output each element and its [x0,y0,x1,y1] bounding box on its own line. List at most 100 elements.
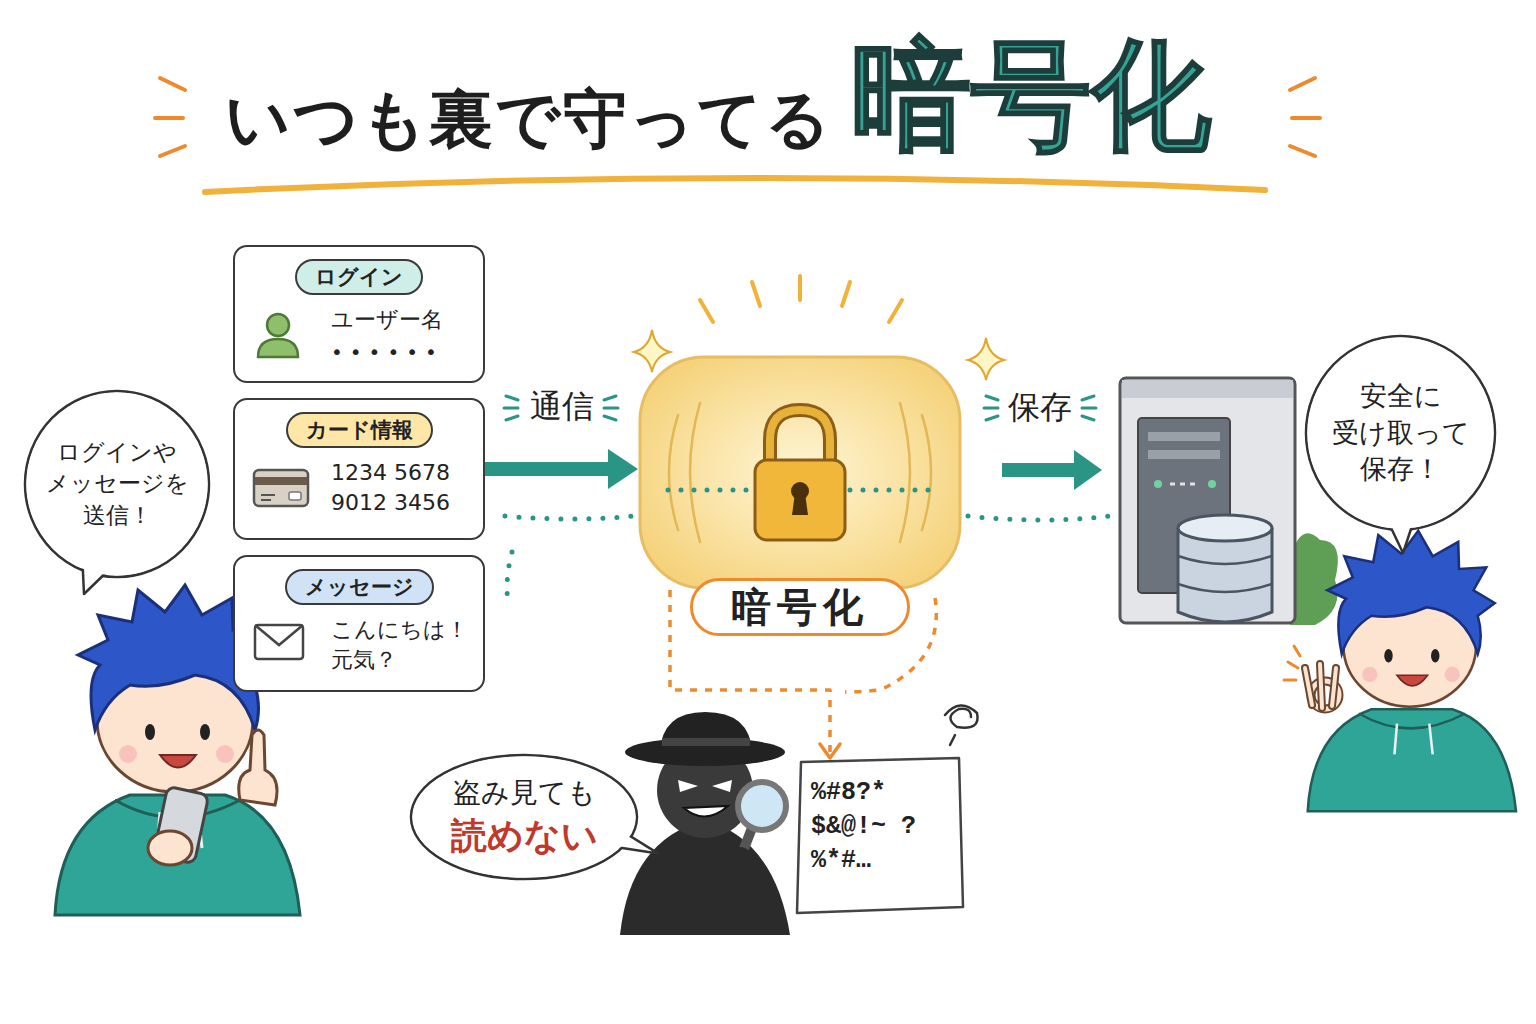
sender-person-part [239,730,277,805]
speech-bubble: 安全に 受け取って 保存！ [1303,333,1498,533]
thief-figure-part [662,738,750,746]
title-decoration-part [205,178,1265,192]
glow-rays [700,276,902,322]
label-dashes-part [604,396,616,400]
server-illustration-part [1170,483,1200,486]
title-decoration-part [160,146,185,156]
node-text: ログインや メッセージを 送信！ [42,437,192,530]
title-decoration-part [155,116,183,120]
card-heading: メッセージ [285,569,434,605]
node-outline-part [640,357,960,588]
label-dashes-part [1082,407,1096,410]
label-dashes-part [984,407,998,410]
node-outline-part [1308,338,1494,529]
arrow-label: 保存 [1008,386,1072,430]
server-illustration-part [1178,584,1272,592]
sender-person-part [148,831,192,865]
card-icon-part [254,470,308,506]
node-text: こんにちは！ 元気？ [331,615,469,674]
node-outline-part [669,403,931,542]
title-decoration-part [1290,146,1315,156]
thief-figure-part [684,806,728,817]
glow-rays-part [752,282,760,306]
label-dashes-part [506,396,518,400]
glow-rays-part [700,300,713,322]
server-illustration-part [1148,450,1220,459]
card-icon [253,462,309,512]
dotted-path-part [505,516,635,519]
sparkle-part [968,338,1004,380]
save-arrow-part [1002,463,1078,477]
thief-figure-part [738,782,786,830]
card-icon-part [255,625,303,645]
speech-bubble: ログインや メッセージを 送信！ [22,388,212,580]
confused-swirl-part [950,735,955,745]
label-dashes-part [604,416,616,420]
title-decoration-part [1290,78,1315,90]
node-text: 盗み見ても [453,774,596,812]
glow-rays-part [842,282,850,306]
card-icon-part [258,339,298,357]
node-outline-part [413,757,636,878]
server-illustration-part [1178,556,1272,564]
glow-rays-part [798,276,802,300]
info-card: メッセージこんにちは！ 元気？ [233,555,485,692]
thief-figure-part [712,780,732,792]
receiver-person-part [1305,664,1336,708]
label-dashes-part [986,396,998,400]
node-text: 安全に 受け取って 保存！ [1318,378,1483,487]
label-dashes-part [506,416,518,420]
thief-figure-part [727,847,753,873]
arrow-head [820,744,840,758]
garbled-note: %#8?* $&@!~ ?%*#… [795,758,963,913]
label-dashes-part [604,407,618,410]
save-arrow [1002,450,1102,490]
speech-bubble: 盗み見ても読めない [408,752,640,882]
card-heading: カード情報 [286,412,433,448]
node-outline-part [1306,336,1495,530]
node-text: ユーザー名 [331,305,469,335]
label-dashes-part [986,416,998,420]
receiver-person-part [1284,646,1300,680]
diagram-title: いつも裏で守ってる [225,76,833,163]
node-outline-part [770,410,830,465]
node-outline-part [668,488,750,493]
node-outline-part [792,493,808,515]
glow-rays-part [889,300,902,322]
server-illustration-part [1208,480,1216,488]
label-dashes-part [504,407,518,410]
info-card: カード情報 1234 5678 9012 3456 [233,398,485,540]
node-outline-part [27,393,208,576]
server-illustration-part [1122,380,1293,398]
node-text: 暗号化 [690,578,910,636]
card-icon-part [261,499,271,501]
node-outline-part [755,460,845,540]
server-illustration-part [1120,378,1295,623]
node-outline-part [411,755,637,879]
thief-figure-part [660,712,752,752]
confused-swirl [945,705,978,745]
node-text: •••••• [331,339,469,366]
thief-figure [620,712,790,935]
dotted-path-part [507,552,512,604]
card-icon-part [267,314,289,336]
node-text: 読めない [451,812,598,861]
node-outline [638,355,962,590]
title-highlight: 暗号化 [851,30,1211,162]
card-icon [253,617,309,667]
node-outline-part [770,410,830,465]
confused-swirl-part [945,705,978,727]
encryption-capsule: 暗号化 [638,355,962,590]
dotted-path-part [968,516,1110,520]
arrow-head [608,449,638,489]
card-heading: ログイン [295,259,423,295]
title-decoration-part [1292,116,1320,120]
card-icon-part [289,492,301,500]
node-outline-part [797,758,963,913]
edge-label: 通信 [530,385,594,429]
node-text: 1234 5678 9012 3456 [331,458,469,517]
card-icon-part [255,477,307,485]
card-icon-part [255,625,303,659]
label-dashes-part [1082,396,1094,400]
